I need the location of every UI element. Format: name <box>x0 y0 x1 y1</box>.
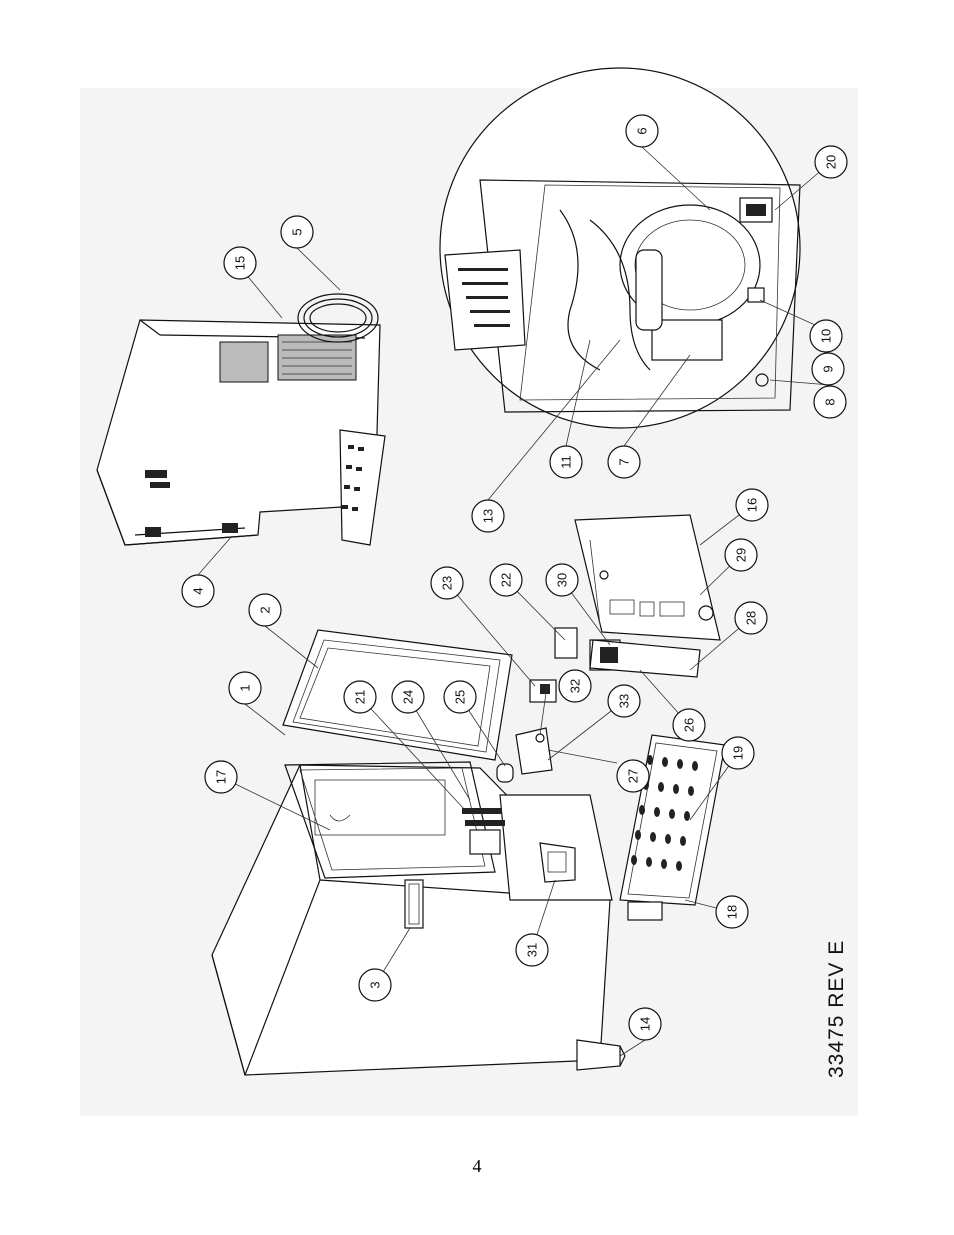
svg-text:3: 3 <box>368 981 383 988</box>
svg-text:6: 6 <box>635 127 650 134</box>
svg-text:9: 9 <box>821 365 836 372</box>
callout-27: 27 <box>616 759 650 793</box>
callout-20: 20 <box>814 145 848 179</box>
drawing-number: 33475 REV E <box>825 940 848 1078</box>
callout-10: 10 <box>809 319 843 353</box>
callout-23: 23 <box>430 566 464 600</box>
svg-text:2: 2 <box>258 606 273 613</box>
callout-24: 24 <box>391 680 425 714</box>
callout-9: 9 <box>811 352 845 386</box>
callout-16: 16 <box>735 488 769 522</box>
svg-text:20: 20 <box>824 155 839 169</box>
svg-text:4: 4 <box>191 587 206 594</box>
callout-29: 29 <box>724 538 758 572</box>
callout-17: 17 <box>204 760 238 794</box>
svg-text:23: 23 <box>440 576 455 590</box>
callout-11: 11 <box>549 445 583 479</box>
callout-4: 4 <box>181 574 215 608</box>
svg-text:33: 33 <box>617 694 632 708</box>
svg-text:8: 8 <box>823 398 838 405</box>
svg-text:18: 18 <box>725 905 740 919</box>
callout-31: 31 <box>515 933 549 967</box>
callout-28: 28 <box>734 601 768 635</box>
callout-18: 18 <box>715 895 749 929</box>
svg-text:19: 19 <box>731 746 746 760</box>
svg-text:31: 31 <box>525 943 540 957</box>
callout-3: 3 <box>358 968 392 1002</box>
callout-7: 7 <box>607 445 641 479</box>
svg-text:32: 32 <box>568 679 583 693</box>
svg-text:25: 25 <box>453 690 468 704</box>
control-panel <box>574 514 721 678</box>
svg-text:29: 29 <box>734 548 749 562</box>
svg-text:26: 26 <box>682 718 697 732</box>
callout-8: 8 <box>813 385 847 419</box>
callout-1: 1 <box>228 671 262 705</box>
svg-text:5: 5 <box>290 228 305 235</box>
callout-33: 33 <box>607 684 641 718</box>
svg-text:14: 14 <box>638 1017 653 1031</box>
callout-5: 5 <box>280 215 314 249</box>
callout-22: 22 <box>489 563 523 597</box>
callout-32: 32 <box>558 669 592 703</box>
callout-6: 6 <box>625 114 659 148</box>
detail-view <box>439 67 801 429</box>
svg-text:24: 24 <box>401 690 416 704</box>
svg-text:13: 13 <box>481 509 496 523</box>
svg-text:30: 30 <box>555 573 570 587</box>
page-number: 4 <box>472 1156 482 1176</box>
svg-text:22: 22 <box>499 573 514 587</box>
svg-text:15: 15 <box>233 256 248 270</box>
callout-14: 14 <box>628 1007 662 1041</box>
callout-15: 15 <box>223 246 257 280</box>
svg-text:16: 16 <box>745 498 760 512</box>
main-cabinet <box>211 761 626 1076</box>
callout-30: 30 <box>545 563 579 597</box>
svg-text:28: 28 <box>744 611 759 625</box>
callout-balloons: 1 2 3 4 5 6 7 8 9 10 11 13 14 15 16 17 1… <box>181 114 848 1041</box>
callout-19: 19 <box>721 736 755 770</box>
svg-text:21: 21 <box>353 690 368 704</box>
upper-unit <box>96 293 386 546</box>
svg-text:11: 11 <box>559 455 574 469</box>
callout-2: 2 <box>248 593 282 627</box>
svg-text:7: 7 <box>617 458 632 465</box>
svg-text:1: 1 <box>238 684 253 691</box>
callout-26: 26 <box>672 708 706 742</box>
svg-text:27: 27 <box>626 769 641 783</box>
svg-text:17: 17 <box>214 770 229 784</box>
callout-13: 13 <box>471 499 505 533</box>
svg-text:10: 10 <box>819 329 834 343</box>
callout-21: 21 <box>343 680 377 714</box>
callout-25: 25 <box>443 680 477 714</box>
